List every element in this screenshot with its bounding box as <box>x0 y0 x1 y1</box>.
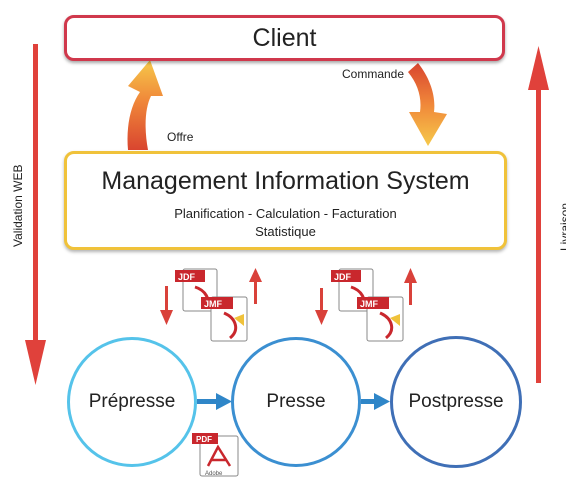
stage-arrows <box>197 393 390 410</box>
mis-subtitle-line1: Planification - Calculation - Facturatio… <box>174 206 397 221</box>
offre-arrow <box>127 60 163 150</box>
jmf-file-icon <box>201 296 248 342</box>
jdf-text-2: JDF <box>334 272 352 282</box>
commande-label: Commande <box>342 67 405 81</box>
offre-label: Offre <box>167 130 194 144</box>
mis-title: Management Information System <box>101 167 470 195</box>
jmf-file-icon-2 <box>357 296 404 342</box>
livraison-label: Livraison <box>558 202 566 252</box>
stage-prepress-label: Prépresse <box>88 391 176 412</box>
stage-press: Presse <box>231 337 361 467</box>
jmf-text: JMF <box>204 299 223 309</box>
small-arrows <box>160 268 417 325</box>
jmf-text-2: JMF <box>360 299 379 309</box>
client-box: Client <box>64 15 505 61</box>
pdf-text: PDF <box>196 435 212 444</box>
mis-box: Management Information System Planificat… <box>64 151 507 250</box>
pdf-file-icon <box>192 433 239 477</box>
stage-press-label: Presse <box>266 391 326 412</box>
client-label: Client <box>252 23 317 52</box>
validation-web-label: Validation WEB <box>11 164 25 247</box>
stage-postpress-label: Postpresse <box>408 391 504 412</box>
commande-arrow <box>408 63 447 146</box>
validation-arrow <box>25 44 46 385</box>
stage-prepress: Prépresse <box>67 337 197 467</box>
jdf-text: JDF <box>178 272 196 282</box>
mis-subtitle-line2: Statistique <box>255 224 316 239</box>
adobe-text: Adobe <box>205 471 223 477</box>
livraison-arrow <box>528 46 549 383</box>
stage-postpress: Postpresse <box>390 336 522 468</box>
